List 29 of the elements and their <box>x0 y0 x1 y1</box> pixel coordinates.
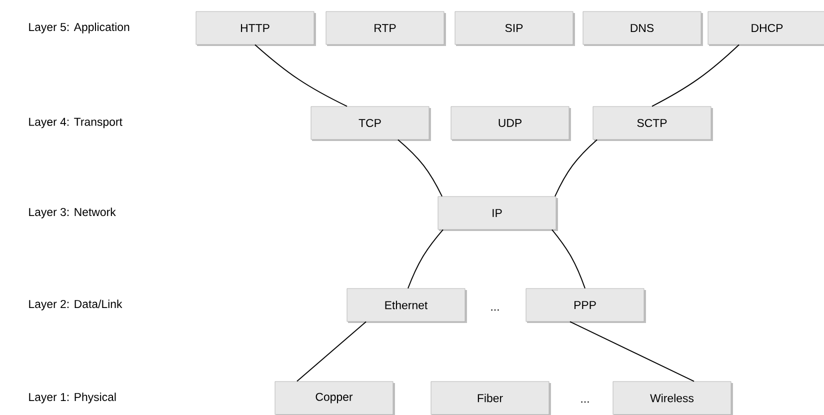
protocol-box: Wireless <box>612 381 733 415</box>
protocol-box: Ethernet <box>346 288 467 323</box>
connector-line <box>554 139 598 197</box>
connector-line <box>408 229 444 289</box>
layer-label: Layer 4: Transport <box>29 118 122 128</box>
protocol-box: Fiber <box>430 381 551 415</box>
ellipsis: ... <box>491 309 499 311</box>
connector-line <box>296 321 366 382</box>
ellipsis: ... <box>581 401 589 403</box>
protocol-box: Copper <box>274 381 395 415</box>
protocol-box: SIP <box>454 11 575 46</box>
protocol-box: TCP <box>310 106 431 141</box>
connector-line <box>398 139 442 197</box>
protocol-box: RTP <box>326 11 446 46</box>
layer-label: Layer 3: Network <box>29 208 116 218</box>
protocol-box: SCTP <box>592 106 713 141</box>
protocol-box: UDP <box>450 106 571 141</box>
protocol-box: DNS <box>582 11 703 46</box>
protocol-box: DHCP <box>708 11 824 46</box>
protocol-box: IP <box>438 196 558 231</box>
layer-label: Layer 2: Data/Link <box>29 300 122 310</box>
layer-label: Layer 5: Application <box>29 22 130 34</box>
connector-line <box>652 44 740 107</box>
connector-line <box>254 44 348 107</box>
connector-line <box>552 229 586 289</box>
protocol-box: PPP <box>526 288 646 323</box>
connector-line <box>570 321 694 382</box>
layer-label: Layer 1: Physical <box>29 392 116 404</box>
protocol-box: HTTP <box>196 11 316 46</box>
